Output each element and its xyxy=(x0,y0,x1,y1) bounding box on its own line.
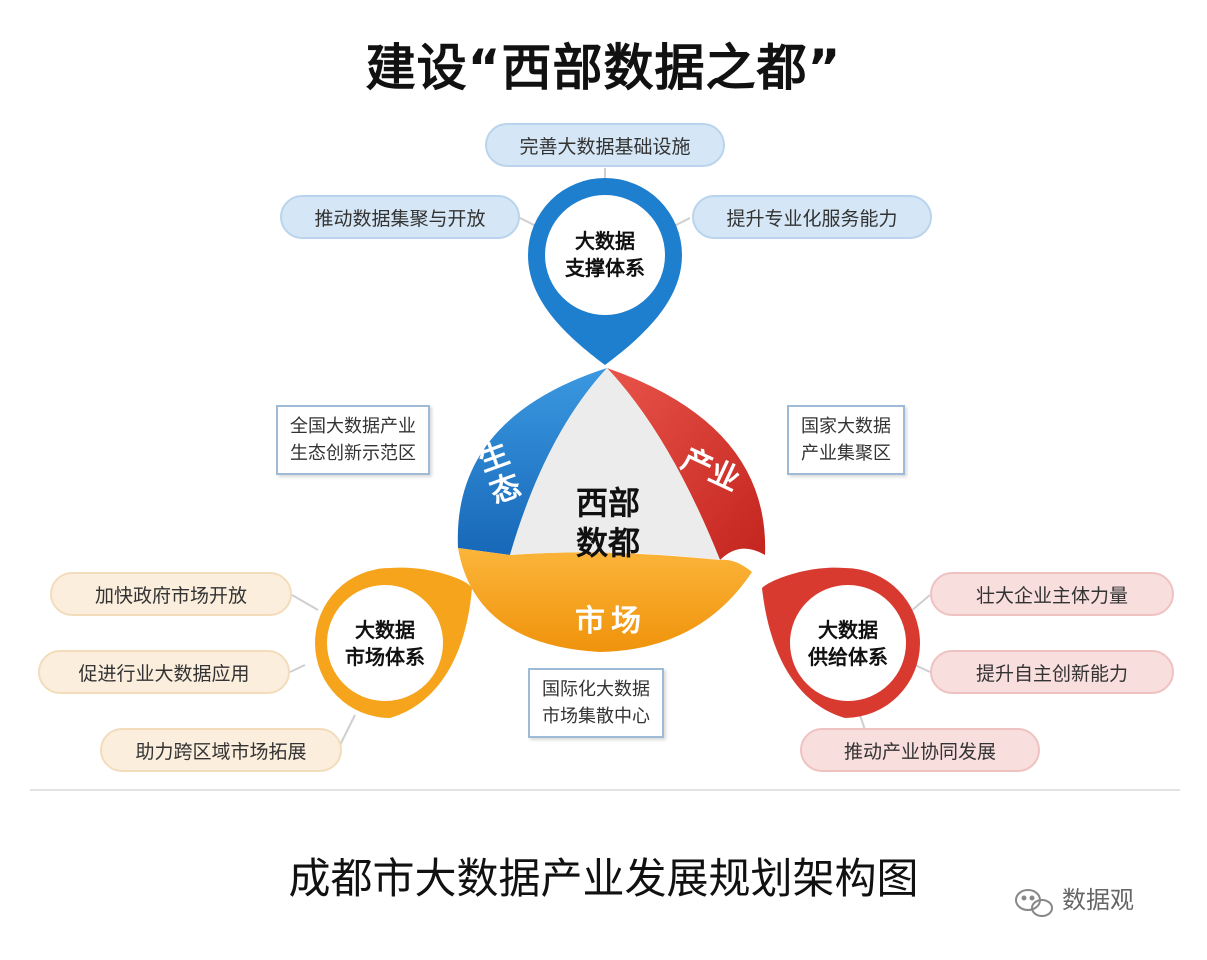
center-triangle xyxy=(510,368,720,560)
center-line2: 数都 xyxy=(575,524,640,562)
segment-ecology xyxy=(457,368,607,555)
support-hub-label: 大数据 支撑体系 xyxy=(545,228,665,282)
ecology-box-line2: 生态创新示范区 xyxy=(290,443,416,464)
wechat-icon xyxy=(1015,889,1053,917)
support-hub-line2: 支撑体系 xyxy=(565,256,645,280)
market-hub-line1: 大数据 xyxy=(355,618,415,642)
supply-item-3: 推动产业协同发展 xyxy=(800,728,1040,772)
supply-item-2: 提升自主创新能力 xyxy=(930,650,1174,694)
segment-market xyxy=(458,548,752,652)
watermark-text: 数据观 xyxy=(1062,886,1134,914)
supply-hub-line1: 大数据 xyxy=(818,618,878,642)
market-hub-label: 大数据 市场体系 xyxy=(325,617,445,671)
supply-hub-line2: 供给体系 xyxy=(808,645,888,669)
supply-hub-inner xyxy=(790,585,906,701)
industry-box-line1: 国家大数据 xyxy=(801,416,891,437)
support-item-3: 提升专业化服务能力 xyxy=(692,195,932,239)
market-item-2: 促进行业大数据应用 xyxy=(38,650,290,694)
market-box-line1: 国际化大数据 xyxy=(542,679,650,700)
segment-market-label: 市场 xyxy=(575,604,647,639)
support-item-2: 推动数据集聚与开放 xyxy=(280,195,520,239)
diagram-title: 建设“西部数据之都” xyxy=(365,39,842,97)
center-line1: 西部 xyxy=(575,484,640,522)
market-hub-inner xyxy=(327,585,443,701)
industry-box-label: 国家大数据 产业集聚区 xyxy=(787,405,905,475)
market-hub-line2: 市场体系 xyxy=(345,645,425,669)
ecology-box-label: 全国大数据产业 生态创新示范区 xyxy=(276,405,430,475)
support-hub-inner xyxy=(545,195,665,315)
ecology-box-line1: 全国大数据产业 xyxy=(290,416,416,437)
diagram-subtitle: 成都市大数据产业发展规划架构图 xyxy=(288,854,919,903)
market-item-3: 助力跨区域市场拓展 xyxy=(100,728,342,772)
supply-hub-label: 大数据 供给体系 xyxy=(788,617,908,671)
market-box-label: 国际化大数据 市场集散中心 xyxy=(528,668,664,738)
industry-box-line2: 产业集聚区 xyxy=(801,443,891,464)
market-box-line2: 市场集散中心 xyxy=(542,706,650,727)
market-item-1: 加快政府市场开放 xyxy=(50,572,292,616)
support-item-1: 完善大数据基础设施 xyxy=(485,123,725,167)
supply-item-1: 壮大企业主体力量 xyxy=(930,572,1174,616)
watermark: 数据观 xyxy=(1012,880,1134,915)
segment-industry xyxy=(607,368,766,560)
support-hub-line1: 大数据 xyxy=(575,229,635,253)
center-label: 西部 数都 xyxy=(543,483,673,563)
